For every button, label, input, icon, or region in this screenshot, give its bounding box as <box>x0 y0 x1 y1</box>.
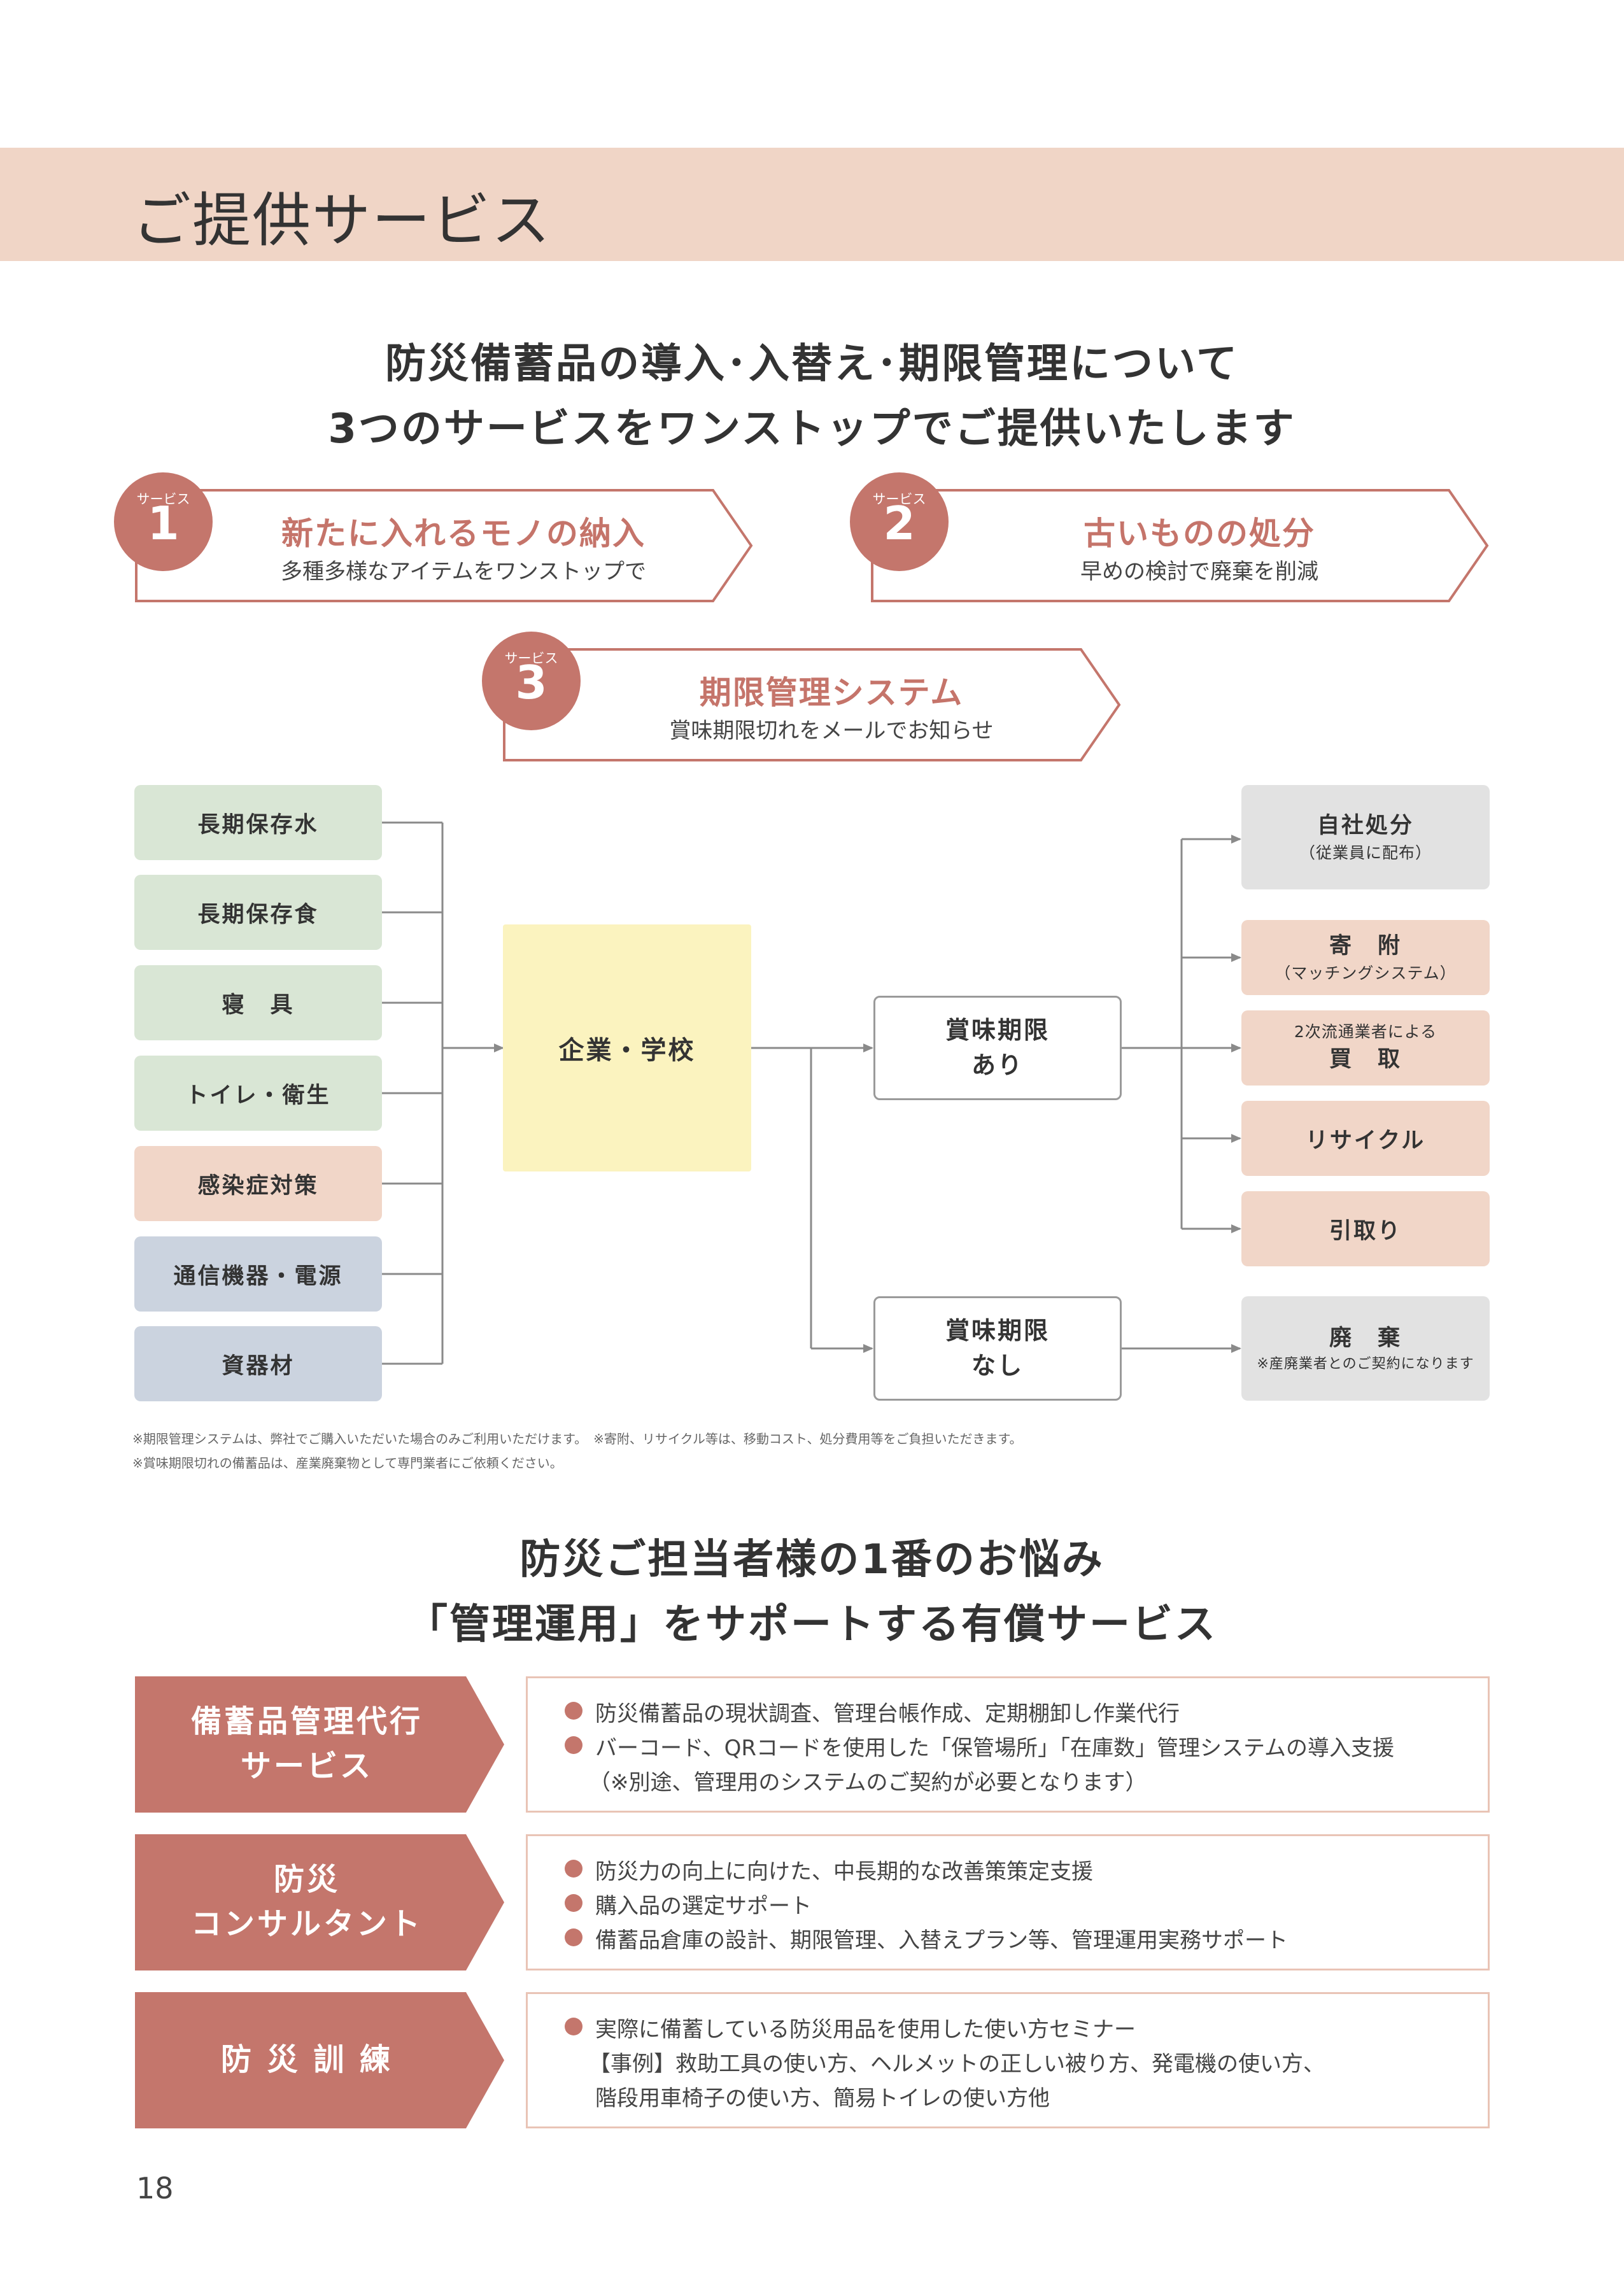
expiry-no-line1: 賞味期限 <box>945 1316 1050 1345</box>
panel-1-line-1: 防災備蓄品の現状調査、管理台帳作成、定期棚卸し作業代行 <box>595 1701 1180 1727</box>
item-equipment: 資器材 <box>134 1326 382 1401</box>
paid-service-tag-3: 防 災 訓 練 <box>135 1992 504 2128</box>
center-company-school: 企業・学校 <box>503 924 751 1171</box>
paid-service-tag-1: 備蓄品管理代行 サービス <box>135 1676 504 1813</box>
footnote-2: ※賞味期限切れの備蓄品は、産業廃棄物として専門業者にご依頼ください。 <box>132 1455 563 1471</box>
panel-3-line-2: 【事例】救助工具の使い方、ヘルメットの正しい被り方、発電機の使い方、 <box>589 2051 1325 2077</box>
panel-2-line-3: 備蓄品倉庫の設計、期限管理、入替えプラン等、管理運用実務サポート <box>595 1928 1288 1953</box>
headline-2-line2: 「管理運用」をサポートする有償サービス <box>407 1601 1217 1648</box>
tag-1-line2: サービス <box>240 1748 373 1784</box>
option-pickup: 引取り <box>1241 1191 1490 1266</box>
panel-1-line-3: （※別途、管理用のシステムのご契約が必要となります） <box>589 1770 1147 1795</box>
waste-title: 廃 棄 <box>1329 1325 1402 1351</box>
tag-arrow-shape <box>135 1834 504 1970</box>
panel-2-line-2: 購入品の選定サポート <box>595 1893 812 1919</box>
tag-3-line1: 防 災 訓 練 <box>220 2042 393 2078</box>
buyback-title: 買 取 <box>1329 1046 1402 1072</box>
banner-arrow-shape <box>135 489 753 602</box>
paid-service-panel-2: 防災力の向上に向けた、中長期的な改善策策定支援 購入品の選定サポート 備蓄品倉庫… <box>526 1834 1490 1970</box>
headline-2-line1: 防災ご担当者様の1番のお悩み <box>519 1536 1105 1583</box>
paid-service-panel-1: 防災備蓄品の現状調査、管理台帳作成、定期棚卸し作業代行 バーコード、QRコードを… <box>526 1676 1490 1813</box>
item-comms-power: 通信機器・電源 <box>134 1236 382 1312</box>
service-label: サービス <box>504 651 558 666</box>
option-donation: 寄 附 （マッチングシステム） <box>1241 920 1490 995</box>
bullet-dot <box>565 1736 583 1754</box>
service-banner-2: 古いものの処分 早めの検討で廃棄を削減 <box>870 488 1491 604</box>
headline-1-line1: 防災備蓄品の導入･入替え･期限管理について <box>385 341 1239 388</box>
option-buyback: 2次流通業者による 買 取 <box>1241 1010 1490 1086</box>
panel-1-line-2: バーコード、QRコードを使用した「保管場所」「在庫数」管理システムの導入支援 <box>595 1736 1395 1761</box>
bullet-dot <box>565 1928 583 1946</box>
bullet-dot <box>565 1894 583 1912</box>
service-label: サービス <box>872 492 926 507</box>
service-number-badge-3: サービス 3 <box>482 632 581 730</box>
item-toilet-sanitation: トイレ・衛生 <box>134 1056 382 1131</box>
option-self-disposal: 自社処分 （従業員に配布） <box>1241 785 1490 889</box>
service-number-badge-2: サービス 2 <box>850 472 949 571</box>
service-label: サービス <box>136 492 190 507</box>
expiry-no-line2: なし <box>971 1352 1024 1380</box>
service-2-title: 古いものの処分 <box>1084 515 1315 552</box>
self-disposal-title: 自社処分 <box>1317 812 1414 838</box>
bullet-dot <box>565 1702 583 1720</box>
headline-1-line2: 3つのサービスをワンストップでご提供いたします <box>328 406 1296 453</box>
panel-2-line-1: 防災力の向上に向けた、中長期的な改善策策定支援 <box>595 1859 1093 1885</box>
bullet-dot <box>565 1860 583 1878</box>
donation-title: 寄 附 <box>1329 933 1402 959</box>
tag-1-line1: 備蓄品管理代行 <box>190 1704 423 1740</box>
service-banner-1: 新たに入れるモノの納入 多種多様なアイテムをワンストップで <box>134 488 755 604</box>
service-3-title: 期限管理システム <box>699 674 964 711</box>
donation-sub: （マッチングシステム） <box>1274 964 1457 983</box>
buyback-pre: 2次流通業者による <box>1294 1022 1437 1041</box>
panel-3-line-1: 実際に備蓄している防災用品を使用した使い方セミナー <box>595 2017 1136 2042</box>
tag-arrow-shape <box>135 1992 504 2128</box>
expiry-yes-line1: 賞味期限 <box>945 1015 1050 1044</box>
service-2-subtitle: 早めの検討で廃棄を削減 <box>1080 559 1318 584</box>
expiry-yes-line2: あり <box>971 1051 1024 1079</box>
item-long-term-food: 長期保存食 <box>134 875 382 950</box>
service-number: 3 <box>515 656 547 709</box>
service-3-subtitle: 賞味期限切れをメールでお知らせ <box>669 718 994 744</box>
paid-service-tag-2: 防災 コンサルタント <box>135 1834 504 1970</box>
item-long-term-water: 長期保存水 <box>134 785 382 860</box>
page-title: ご提供サービス <box>132 187 552 255</box>
expiry-yes-box: 賞味期限 あり <box>873 996 1122 1100</box>
waste-sub: ※産廃業者とのご契約になります <box>1257 1356 1474 1373</box>
paid-service-panel-3: 実際に備蓄している防災用品を使用した使い方セミナー 【事例】救助工具の使い方、ヘ… <box>526 1992 1490 2128</box>
option-recycle: リサイクル <box>1241 1101 1490 1176</box>
service-1-subtitle: 多種多様なアイテムをワンストップで <box>281 559 646 584</box>
bullet-dot <box>565 2018 583 2035</box>
item-infection-control: 感染症対策 <box>134 1146 382 1221</box>
panel-3-line-3: 階段用車椅子の使い方、簡易トイレの使い方他 <box>595 2086 1050 2111</box>
service-banner-3: 期限管理システム 賞味期限切れをメールでお知らせ <box>502 647 1123 763</box>
tag-arrow-shape <box>135 1676 504 1813</box>
tag-2-line2: コンサルタント <box>190 1906 423 1942</box>
banner-arrow-shape <box>503 648 1121 761</box>
banner-arrow-shape <box>871 489 1489 602</box>
option-waste: 廃 棄 ※産廃業者とのご契約になります <box>1241 1296 1490 1401</box>
service-1-title: 新たに入れるモノの納入 <box>281 515 646 552</box>
header-band <box>0 148 1624 261</box>
item-bedding: 寝 具 <box>134 965 382 1040</box>
service-number-badge-1: サービス 1 <box>114 472 213 571</box>
service-number: 2 <box>883 497 915 550</box>
flow-connectors <box>382 821 1241 1365</box>
footnote-1: ※期限管理システムは、弊社でご購入いただいた場合のみご利用いただけます。 ※寄附… <box>132 1431 1022 1447</box>
expiry-no-box: 賞味期限 なし <box>873 1296 1122 1401</box>
page-number: 18 <box>136 2171 174 2205</box>
service-number: 1 <box>147 497 180 550</box>
tag-2-line1: 防災 <box>273 1862 340 1898</box>
self-disposal-sub: （従業員に配布） <box>1299 844 1432 863</box>
